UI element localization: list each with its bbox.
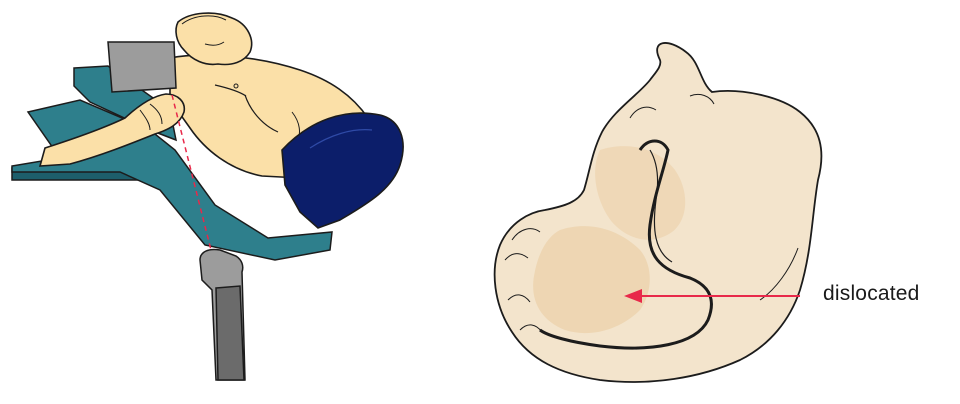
annotation-label: dislocated <box>823 282 920 306</box>
ultrasound-probe-face <box>216 286 244 380</box>
patient-ultrasound-illustration <box>12 13 403 380</box>
dislocated-joint-illustration <box>495 43 822 382</box>
headrest-block <box>108 42 176 92</box>
